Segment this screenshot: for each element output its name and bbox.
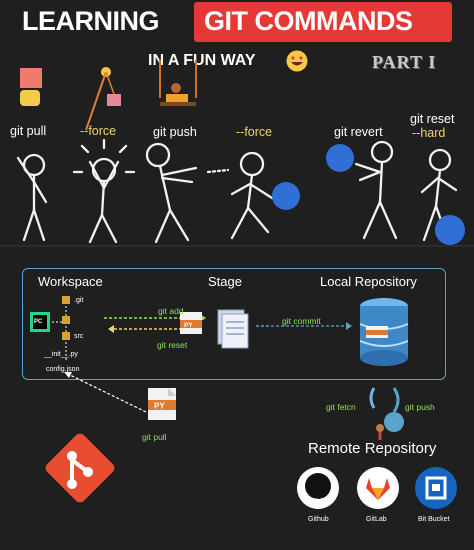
pycharm-icon: PC [30,312,50,332]
cmd-hard: --hard [412,126,446,140]
document-stack-icon [217,309,249,349]
svg-text:PC: PC [34,319,43,325]
stick-figure-force-1 [72,138,136,244]
svg-text:PY: PY [154,402,165,411]
stick-figure-revert [326,140,398,240]
fist-icon [20,68,42,106]
github-icon: GitHub [297,467,339,509]
pulley-icon [85,67,121,131]
stick-figure-push [145,142,198,244]
commit-arrow [256,322,352,330]
file-git: .git [74,297,84,304]
cmd-git-push: git push [153,125,197,139]
remote-github: Github [308,516,329,523]
stick-figure-reset [420,148,465,245]
part-badge: PART I [372,52,460,76]
label-git-pull: git pull [142,432,167,442]
database-icon [359,298,409,366]
git-logo-icon [45,433,115,503]
workspace-tree: PC [30,296,70,360]
fetch-push-figure [369,387,404,440]
file-init: __init__.py [44,351,78,358]
swing-icon [159,60,197,106]
file-src: src [74,333,84,340]
svg-text:GitHub: GitHub [307,498,324,504]
cmd-git-pull: git pull [10,124,47,138]
label-git-reset: git reset [157,340,188,350]
cmd-force-1: --force [80,124,117,138]
title-highlight: GIT COMMANDS [194,2,452,42]
label-git-push: git push [405,402,435,412]
subtitle: IN A FUN WAY [148,52,256,69]
pull-python-file-icon: PY [148,388,176,420]
smiley-icon [286,50,308,72]
title-left: LEARNING [22,6,160,36]
bitbucket-icon [415,467,457,509]
workflow-box [22,268,446,380]
label-git-add: git add [158,306,184,316]
cmd-git-reset: git reset [410,112,455,126]
part-badge-label: PART I [372,52,437,72]
pull-arrow [64,372,147,413]
remote-gitlab: GitLab [366,516,387,523]
stick-figure-pull [16,153,48,242]
label-git-commit: git commit [282,316,321,326]
svg-text:PY: PY [184,322,193,329]
local-repo-title: Local Repository [320,274,417,289]
stick-figures-scene [0,60,474,247]
file-config: config.json [46,366,80,373]
remote-title: Remote Repository [308,440,437,457]
remote-bitbucket: Bit Bucket [418,516,450,523]
stage-title: Stage [208,274,242,289]
workspace-title: Workspace [38,274,103,289]
stage-arrows: PY [104,309,268,349]
title-right: GIT COMMANDS [204,6,413,36]
gitlab-icon [357,467,399,509]
label-git-fetch: git fetcn [326,402,356,412]
cmd-git-revert: git revert [334,125,383,139]
python-file-icon: PY [180,312,202,334]
stick-figure-force-2 [206,151,300,240]
cmd-force-2: --force [236,125,273,139]
